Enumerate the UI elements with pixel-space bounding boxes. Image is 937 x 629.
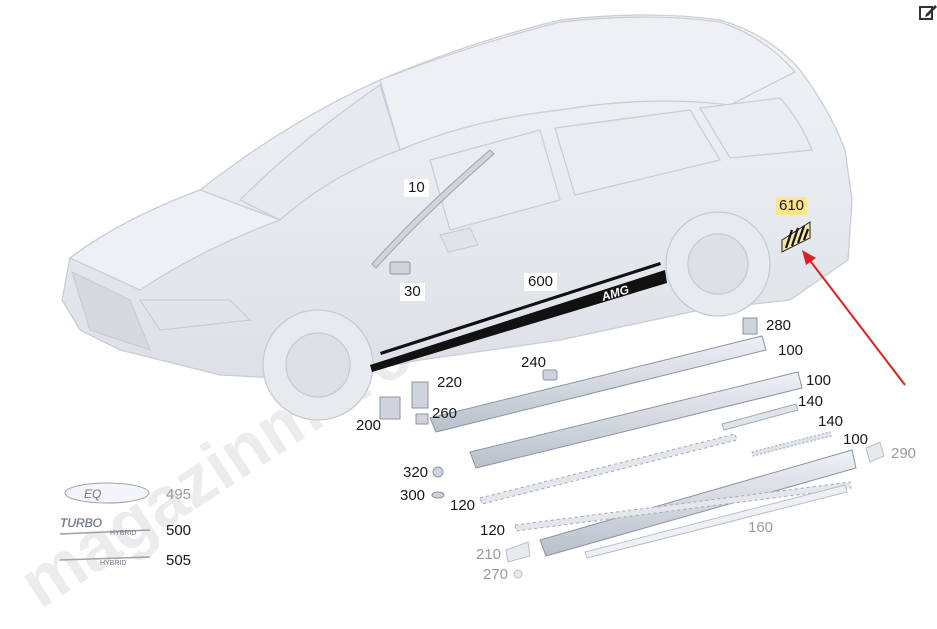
part-610-rear-sticker[interactable] bbox=[781, 221, 811, 253]
part-120-trim-strip-1[interactable] bbox=[479, 433, 738, 505]
part-495-eq-badge[interactable]: EQ bbox=[64, 482, 150, 504]
callout-160[interactable]: 160 bbox=[748, 519, 774, 536]
part-290-cover[interactable] bbox=[865, 441, 885, 463]
edit-icon[interactable] bbox=[918, 2, 937, 22]
part-160-strip[interactable] bbox=[584, 484, 848, 559]
callout-290[interactable]: 290 bbox=[891, 445, 917, 462]
callout-500[interactable]: 500 bbox=[166, 522, 192, 539]
front-wheel bbox=[262, 309, 374, 421]
part-600-amg-side-decal[interactable]: AMG bbox=[370, 262, 667, 372]
part-505-hybrid-badge[interactable]: HYBRID bbox=[59, 556, 151, 567]
callout-260[interactable]: 260 bbox=[432, 405, 458, 422]
part-210-cover[interactable] bbox=[505, 541, 531, 563]
side-mirror bbox=[439, 227, 479, 253]
part-140-strip-1[interactable] bbox=[721, 403, 799, 431]
part-320-clip[interactable] bbox=[432, 466, 444, 478]
callout-320[interactable]: 320 bbox=[403, 464, 429, 481]
callout-600[interactable]: 600 bbox=[524, 273, 558, 291]
car-body bbox=[61, 14, 853, 381]
rear-wheel bbox=[665, 211, 771, 317]
svg-text:HYBRID: HYBRID bbox=[100, 560, 126, 567]
part-220-bracket[interactable] bbox=[411, 381, 429, 409]
part-260-clip[interactable] bbox=[415, 413, 429, 425]
callout-270[interactable]: 270 bbox=[483, 566, 509, 583]
callout-280[interactable]: 280 bbox=[766, 317, 792, 334]
part-100-sill-2[interactable] bbox=[469, 371, 803, 469]
callout-100-b[interactable]: 100 bbox=[806, 372, 832, 389]
pointer-arrow bbox=[802, 250, 906, 386]
callout-10[interactable]: 10 bbox=[404, 179, 429, 197]
callout-140-a[interactable]: 140 bbox=[798, 393, 824, 410]
callout-610[interactable]: 610 bbox=[776, 197, 808, 215]
part-270-clip[interactable] bbox=[513, 569, 523, 579]
part-10-pillar-trim[interactable] bbox=[371, 149, 495, 269]
callout-120-a[interactable]: 120 bbox=[450, 497, 476, 514]
callout-30[interactable]: 30 bbox=[400, 283, 425, 301]
part-100-sill-1[interactable] bbox=[429, 335, 767, 433]
callout-140-b[interactable]: 140 bbox=[818, 413, 844, 430]
svg-text:EQ: EQ bbox=[84, 487, 101, 501]
svg-text:HYBRID: HYBRID bbox=[110, 530, 136, 537]
svg-text:TURBO: TURBO bbox=[60, 516, 102, 530]
part-200-bracket[interactable] bbox=[379, 396, 401, 420]
callout-210[interactable]: 210 bbox=[476, 546, 502, 563]
callout-100-a[interactable]: 100 bbox=[778, 342, 804, 359]
part-500-turbo-hybrid-badge[interactable]: TURBO HYBRID bbox=[60, 516, 151, 537]
part-240-clip[interactable] bbox=[542, 369, 558, 381]
callout-505[interactable]: 505 bbox=[166, 552, 192, 569]
callout-240[interactable]: 240 bbox=[521, 354, 547, 371]
callout-300[interactable]: 300 bbox=[400, 487, 426, 504]
part-30-clip[interactable] bbox=[389, 261, 411, 275]
callout-100-c[interactable]: 100 bbox=[843, 431, 869, 448]
part-140-strip-2[interactable] bbox=[751, 431, 832, 457]
callout-120-b[interactable]: 120 bbox=[480, 522, 506, 539]
part-120-trim-strip-2[interactable] bbox=[514, 481, 852, 532]
callout-220[interactable]: 220 bbox=[437, 374, 463, 391]
callout-495[interactable]: 495 bbox=[166, 486, 192, 503]
part-300-clip[interactable] bbox=[431, 491, 445, 499]
part-280-bracket[interactable] bbox=[742, 317, 758, 335]
callout-200[interactable]: 200 bbox=[356, 417, 382, 434]
